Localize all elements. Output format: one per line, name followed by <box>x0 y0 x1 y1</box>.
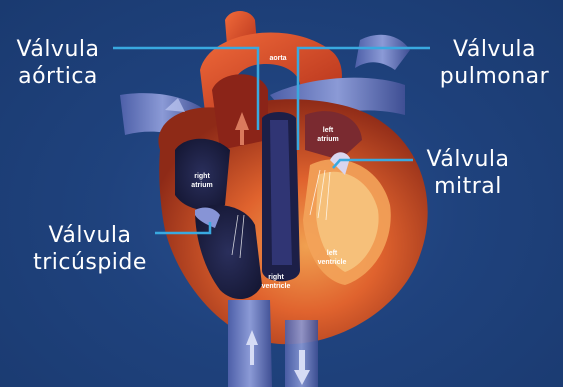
callout-tricuspid-valve: Válvula tricúspide <box>22 222 158 276</box>
callout-pulmonary-line1: Válvula <box>432 36 557 63</box>
label-right-atrium-1: right <box>194 173 210 180</box>
callout-aortic-line1: Válvula <box>8 36 108 63</box>
label-left-atrium-1: left <box>323 127 334 134</box>
label-left-atrium-2: atrium <box>317 136 338 143</box>
pulmonary-artery-right <box>355 35 410 70</box>
label-left-ventricle-1: left <box>327 250 338 257</box>
label-right-atrium-2: atrium <box>191 182 212 189</box>
label-right-ventricle-1: right <box>268 274 284 281</box>
callout-tricuspid-line1: Válvula <box>22 222 158 249</box>
callout-aortic-line2: aórtica <box>8 63 108 90</box>
callout-mitral-line1: Válvula <box>418 146 518 173</box>
callout-pulmonary-line2: pulmonar <box>432 63 557 90</box>
callout-mitral-valve: Válvula mitral <box>418 146 518 200</box>
label-left-ventricle-2: ventricle <box>318 259 347 266</box>
label-right-ventricle-2: ventricle <box>262 283 291 290</box>
callout-aortic-valve: Válvula aórtica <box>8 36 108 90</box>
callout-pulmonary-valve: Válvula pulmonar <box>432 36 557 90</box>
label-aorta: aorta <box>269 55 286 62</box>
callout-mitral-line2: mitral <box>418 173 518 200</box>
callout-tricuspid-line2: tricúspide <box>22 249 158 276</box>
